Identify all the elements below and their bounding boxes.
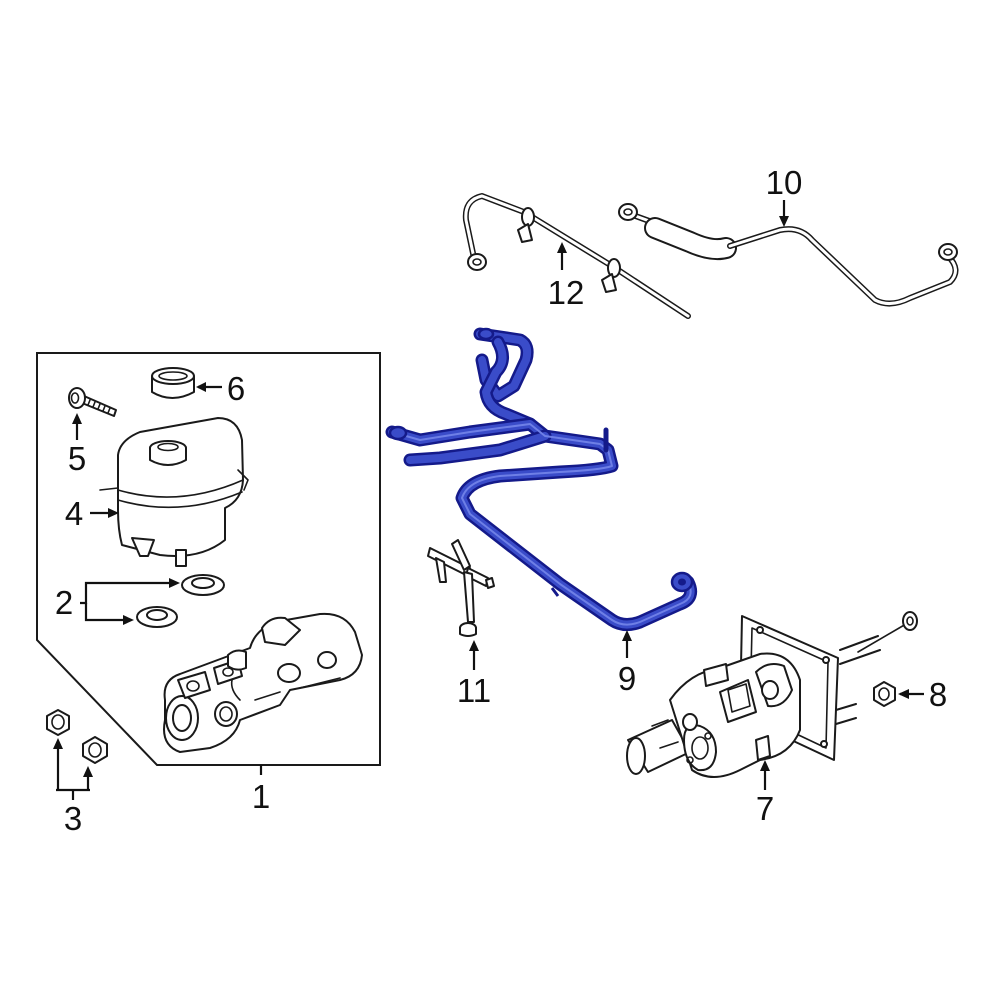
callout-7: 7	[756, 790, 774, 827]
callout-10-arrow	[779, 200, 789, 227]
callout-6-arrow	[196, 382, 222, 392]
callout-6: 6	[227, 370, 245, 407]
vacuum-hose-icon-10	[618, 203, 959, 307]
callout-9: 9	[618, 660, 636, 697]
check-valve-icon	[427, 539, 495, 637]
brake-booster-icon	[626, 611, 918, 778]
callout-2: 2	[55, 584, 73, 621]
nut-icon-right	[82, 736, 108, 764]
callout-12: 12	[548, 274, 585, 311]
callout-8: 8	[929, 676, 947, 713]
grommet-icon-upper	[181, 574, 225, 596]
callout-8-arrow	[898, 689, 924, 699]
callout-4-arrow	[90, 508, 119, 518]
callout-5-arrow	[72, 413, 82, 440]
callout-3-bracket	[53, 738, 93, 800]
callout-4: 4	[65, 495, 83, 532]
master-cylinder-icon	[163, 612, 363, 753]
vacuum-tube-icon-12	[462, 193, 691, 319]
nut-icon-8	[873, 681, 896, 707]
callout-11: 11	[457, 672, 491, 709]
callout-7-arrow	[760, 760, 770, 790]
callout-2-bracket	[80, 578, 180, 625]
callout-5: 5	[68, 440, 86, 477]
grommet-icon-lower	[136, 606, 178, 628]
callout-12-arrow	[557, 242, 567, 270]
cap-icon	[151, 367, 195, 399]
callout-11-arrow	[469, 640, 479, 670]
callout-3: 3	[64, 800, 82, 837]
nut-icon-left	[46, 709, 70, 736]
assembly-1-boundary	[36, 352, 381, 766]
callout-10: 10	[766, 164, 803, 201]
reservoir-icon	[99, 417, 249, 567]
bolt-icon	[68, 387, 117, 417]
vacuum-hose-icon-9-highlighted	[385, 327, 698, 632]
callout-1: 1	[252, 778, 270, 815]
callout-9-arrow	[622, 630, 632, 658]
